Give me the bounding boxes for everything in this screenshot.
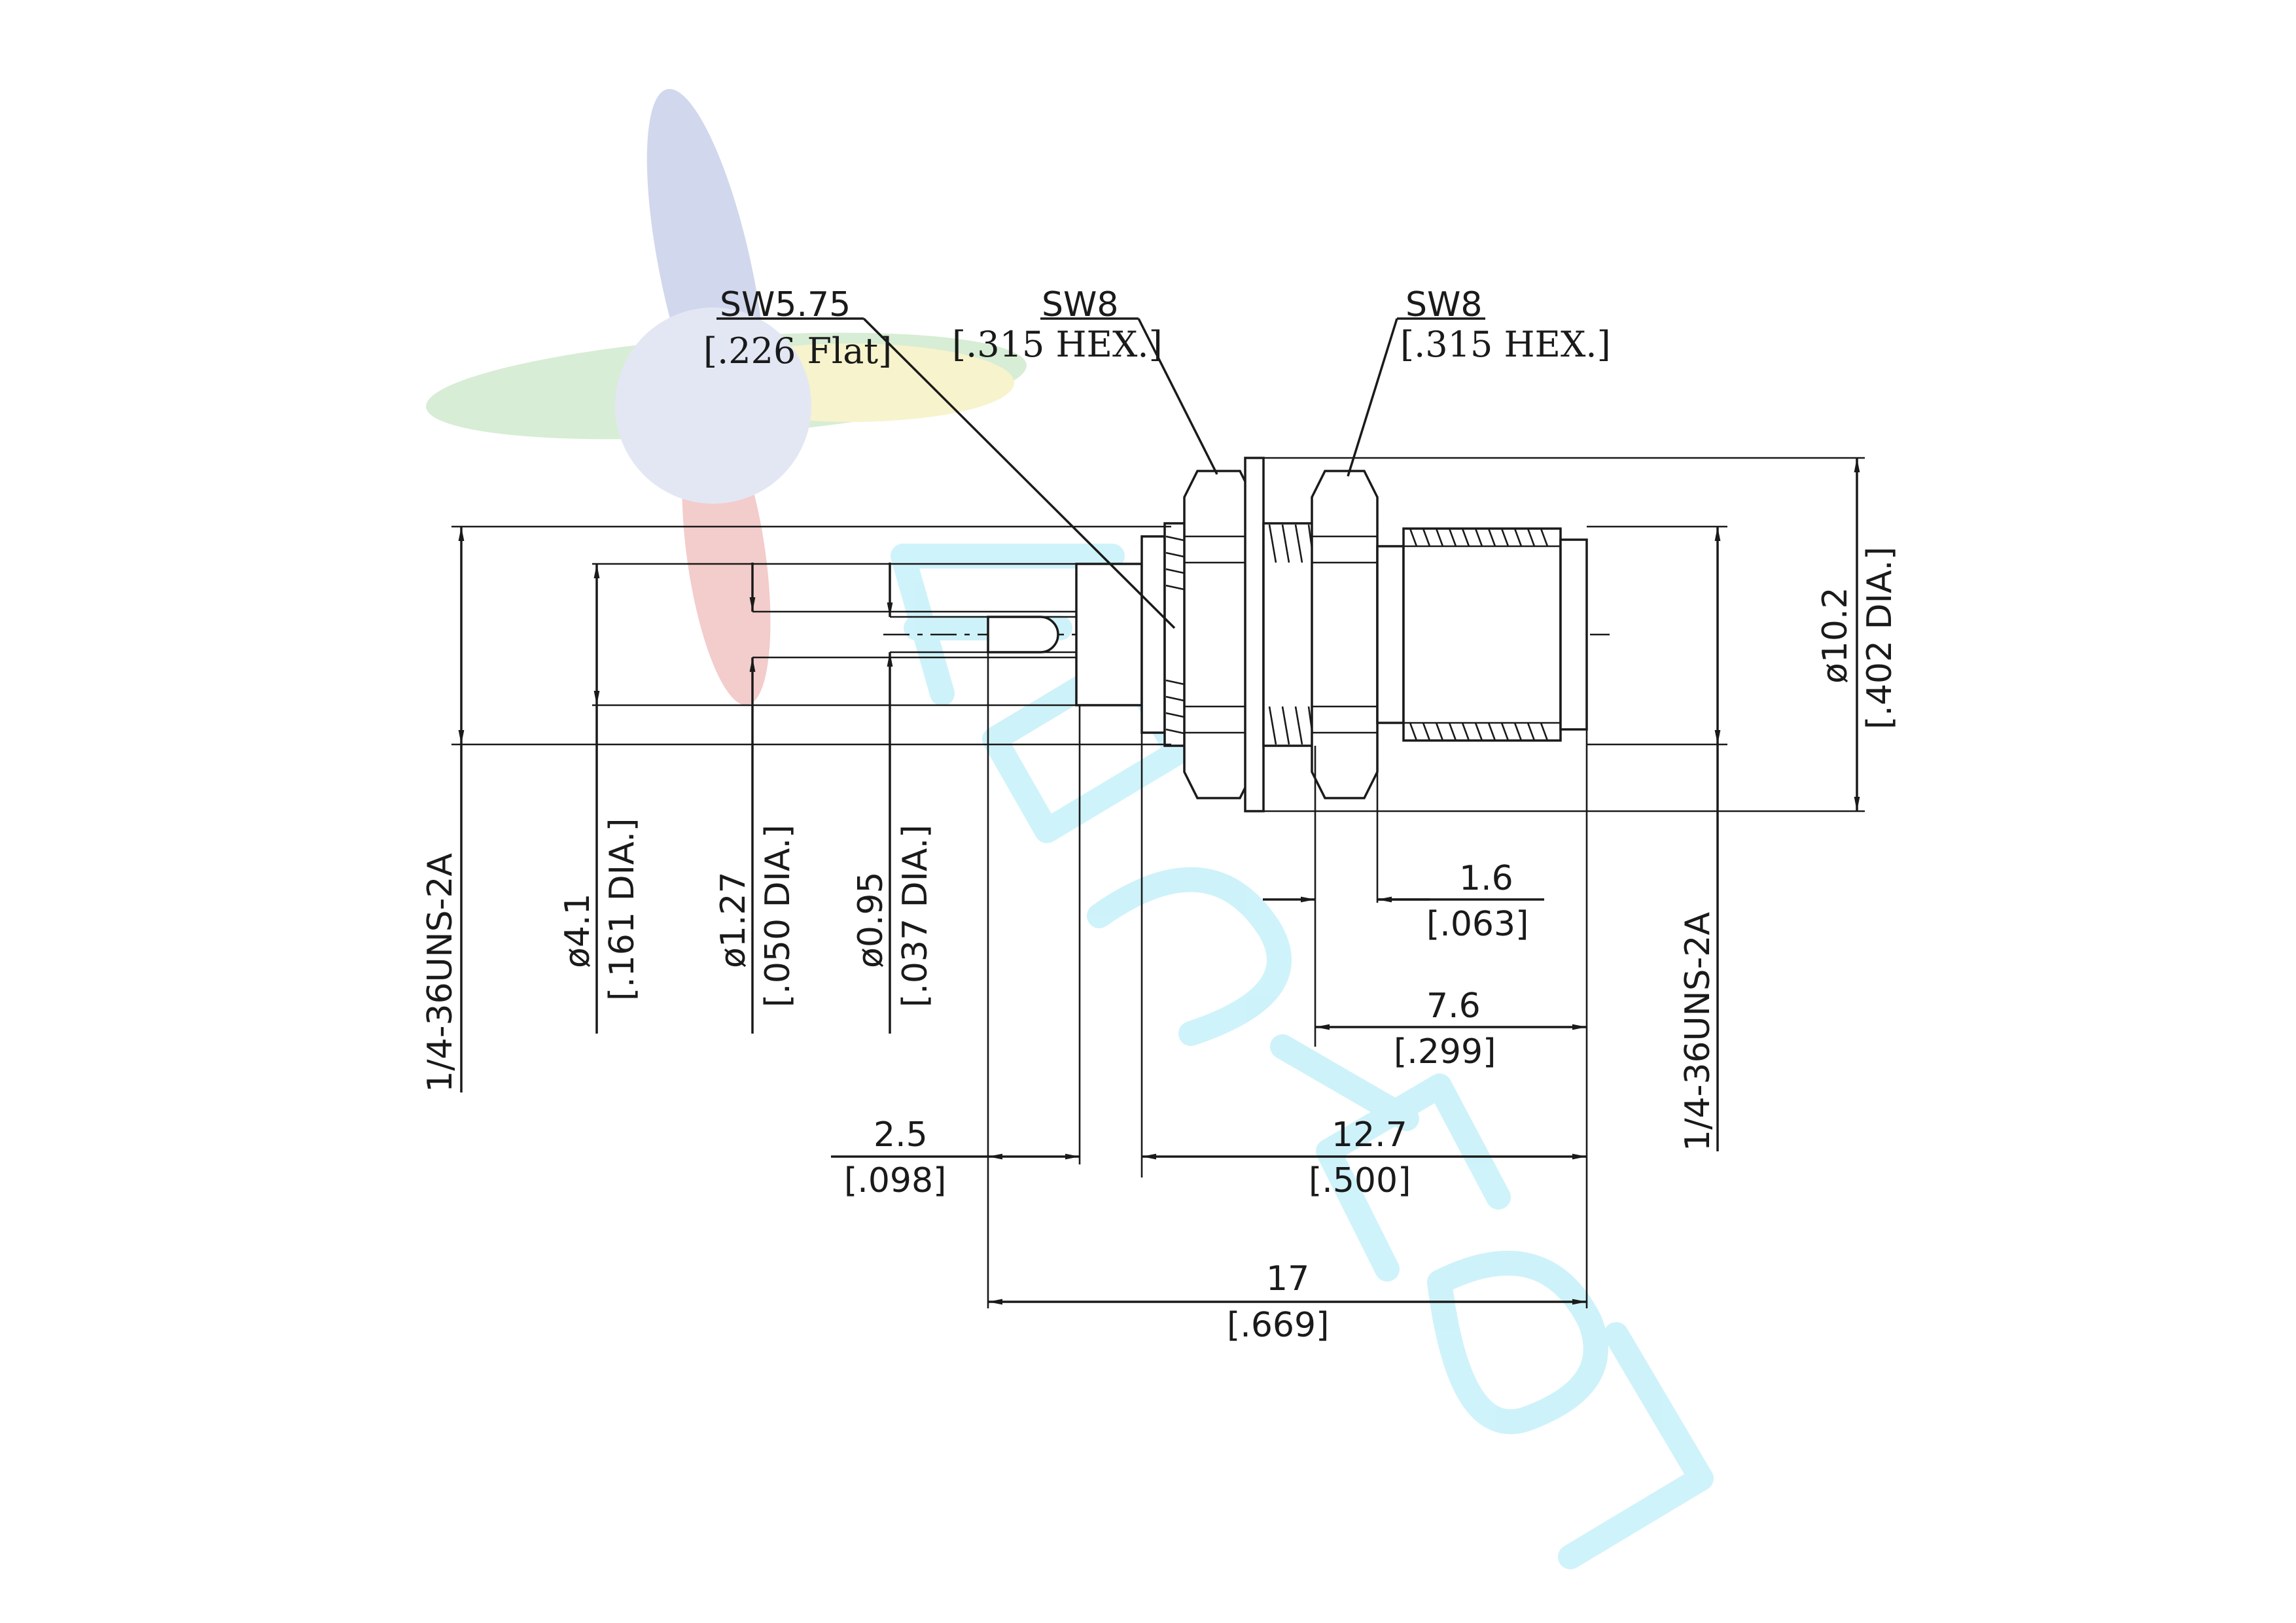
lock-washer <box>1244 457 1265 812</box>
dim-d095-a: ø0.95 <box>851 871 891 968</box>
dim-l76-a: 7.6 <box>1426 986 1481 1026</box>
dim-l25-b: [.098] <box>844 1161 946 1200</box>
dim-thread-left: 1/4-36UNS-2A <box>421 853 460 1092</box>
dim-thread-right: 1/4-36UNS-2A <box>1678 912 1718 1151</box>
dim-d127-b: [.050 DIA.] <box>758 825 798 1007</box>
contact-pin <box>752 610 1080 659</box>
dim-d102-a: ø10.2 <box>1816 587 1855 684</box>
dim-l76-b: [.299] <box>1394 1032 1496 1072</box>
length-dims <box>831 896 1587 1305</box>
dim-d41-a: ø4.1 <box>558 893 597 968</box>
front-thread <box>1376 527 1588 742</box>
dim-l17-a: 17 <box>1266 1259 1309 1299</box>
dim-l16-b: [.063] <box>1426 905 1528 944</box>
dim-l16-a: 1.6 <box>1459 859 1513 898</box>
callout-leaders <box>716 317 1485 629</box>
extension-lines <box>451 457 1865 1308</box>
hex-nut-2 <box>1311 470 1379 799</box>
dim-l25-a: 2.5 <box>874 1115 928 1155</box>
callout-hex1-title: SW8 <box>1042 285 1119 324</box>
dim-l127-a: 12.7 <box>1332 1115 1407 1155</box>
rear-body <box>1075 535 1166 734</box>
watermark-logo <box>426 88 1027 705</box>
dim-d095-b: [.037 DIA.] <box>896 825 935 1007</box>
callout-hex2-title: SW8 <box>1405 285 1483 324</box>
callout-flat-sub: [.226 Flat] <box>703 330 892 372</box>
dim-l17-b: [.669] <box>1227 1306 1329 1345</box>
hex-nut-1 <box>1183 470 1254 799</box>
dim-d41-b: [.161 DIA.] <box>603 818 642 1001</box>
callout-flat-title: SW5.75 <box>720 285 851 324</box>
middle-thread <box>1262 522 1316 747</box>
callout-hex2-sub: [.315 HEX.] <box>1400 324 1611 365</box>
diameter-dims <box>458 458 1860 1151</box>
dim-d127-a: ø1.27 <box>714 871 753 968</box>
callout-hex1-sub: [.315 HEX.] <box>952 324 1163 365</box>
dim-l127-b: [.500] <box>1309 1161 1411 1200</box>
dim-d102-b: [.402 DIA.] <box>1860 547 1899 729</box>
